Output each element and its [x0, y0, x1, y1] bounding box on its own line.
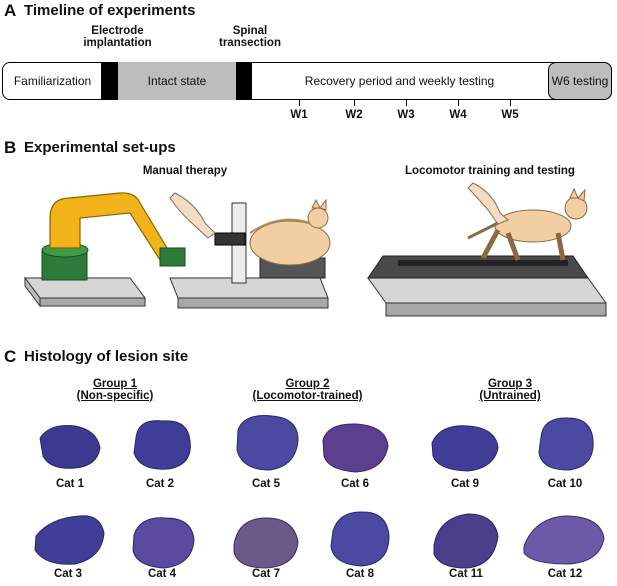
manual-therapy-illustration [24, 192, 331, 309]
tick-w3 [406, 100, 407, 106]
tick-w4 [458, 100, 459, 106]
segment-intact-state: Intact state [118, 62, 236, 100]
label-cat-1: Cat 1 [55, 478, 85, 490]
tissue-cat-7 [233, 517, 299, 569]
locomotor-treadmill-illustration [367, 182, 607, 317]
tissue-cat-11 [433, 513, 499, 569]
tissue-cat-2 [133, 420, 191, 470]
panel-c-title: Histology of lesion site [24, 348, 189, 365]
segment-w6-testing: W6 testing [548, 62, 612, 100]
label-cat-4: Cat 4 [147, 568, 177, 580]
tissue-cat-8 [330, 511, 390, 567]
label-cat-10: Cat 10 [547, 478, 583, 490]
panel-a-letter: A [4, 1, 17, 20]
label-cat-5: Cat 5 [251, 478, 281, 490]
label-cat-3: Cat 3 [53, 568, 83, 580]
group-1-label: Group 1 (Non-specific) [76, 378, 154, 402]
tissue-cat-4 [132, 517, 195, 569]
segment-recovery: Recovery period and weekly testing [304, 74, 495, 88]
label-cat-11: Cat 11 [449, 568, 483, 580]
tissue-cat-1 [39, 425, 101, 469]
label-cat-7: Cat 7 [251, 568, 281, 580]
week-w1: W1 [290, 109, 308, 121]
spinal-transection-marker [236, 62, 252, 100]
label-cat-8: Cat 8 [345, 568, 375, 580]
tissue-cat-6 [322, 423, 389, 473]
week-w2: W2 [345, 109, 363, 121]
electrode-implantation-marker [101, 62, 118, 100]
group-2-label: Group 2 (Locomotor-trained) [252, 378, 363, 402]
tissue-cat-9 [431, 425, 499, 472]
week-w3: W3 [397, 109, 415, 121]
label-cat-6: Cat 6 [340, 478, 370, 490]
tissue-cat-12 [523, 515, 605, 565]
electrode-implantation-label: Electrode implantation [83, 25, 152, 49]
tick-w1 [299, 100, 300, 106]
tissue-cat-10 [538, 417, 594, 471]
label-cat-9: Cat 9 [450, 478, 480, 490]
locomotor-training-title: Locomotor training and testing [405, 165, 575, 177]
spinal-transection-label: Spinal transection [219, 25, 281, 49]
segment-familiarization: Familiarization [13, 74, 92, 88]
week-w4: W4 [449, 109, 467, 121]
tissue-cat-3 [34, 515, 105, 565]
label-cat-2: Cat 2 [145, 478, 175, 490]
manual-therapy-title: Manual therapy [142, 165, 228, 177]
tick-w2 [354, 100, 355, 106]
week-w5: W5 [501, 109, 519, 121]
panel-b-letter: B [4, 138, 17, 157]
group-3-label: Group 3 (Untrained) [479, 378, 541, 402]
panel-b-title: Experimental set-ups [24, 139, 176, 156]
panel-a-title: Timeline of experiments [24, 2, 196, 19]
tick-w5 [510, 100, 511, 106]
panel-c-letter: C [4, 347, 17, 366]
tissue-cat-5 [236, 415, 299, 471]
label-cat-12: Cat 12 [547, 568, 583, 580]
